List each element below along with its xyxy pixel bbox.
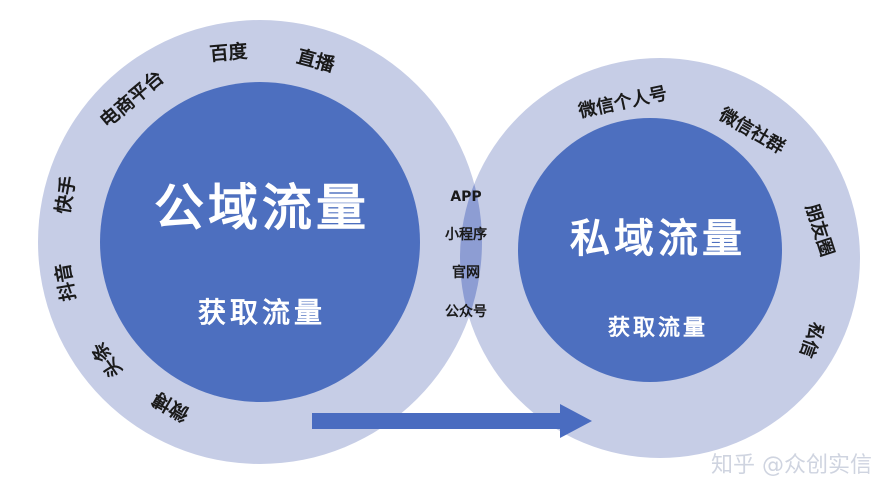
private-subtitle: 获取流量 (608, 315, 708, 341)
overlap-item: 公众号 (445, 303, 487, 320)
overlap-item: APP (450, 189, 481, 205)
public-channel: 百度 (208, 39, 249, 65)
public-subtitle: 获取流量 (198, 296, 326, 329)
public-inner-circle (100, 82, 420, 402)
private-inner-circle (518, 118, 782, 382)
overlap-item: 小程序 (445, 226, 487, 243)
watermark: 知乎 @众创实信 (711, 453, 872, 478)
flow-arrow (312, 404, 592, 438)
private-title: 私域流量 (570, 216, 746, 262)
public-title: 公域流量 (154, 179, 370, 237)
overlap-item: 官网 (452, 264, 480, 281)
